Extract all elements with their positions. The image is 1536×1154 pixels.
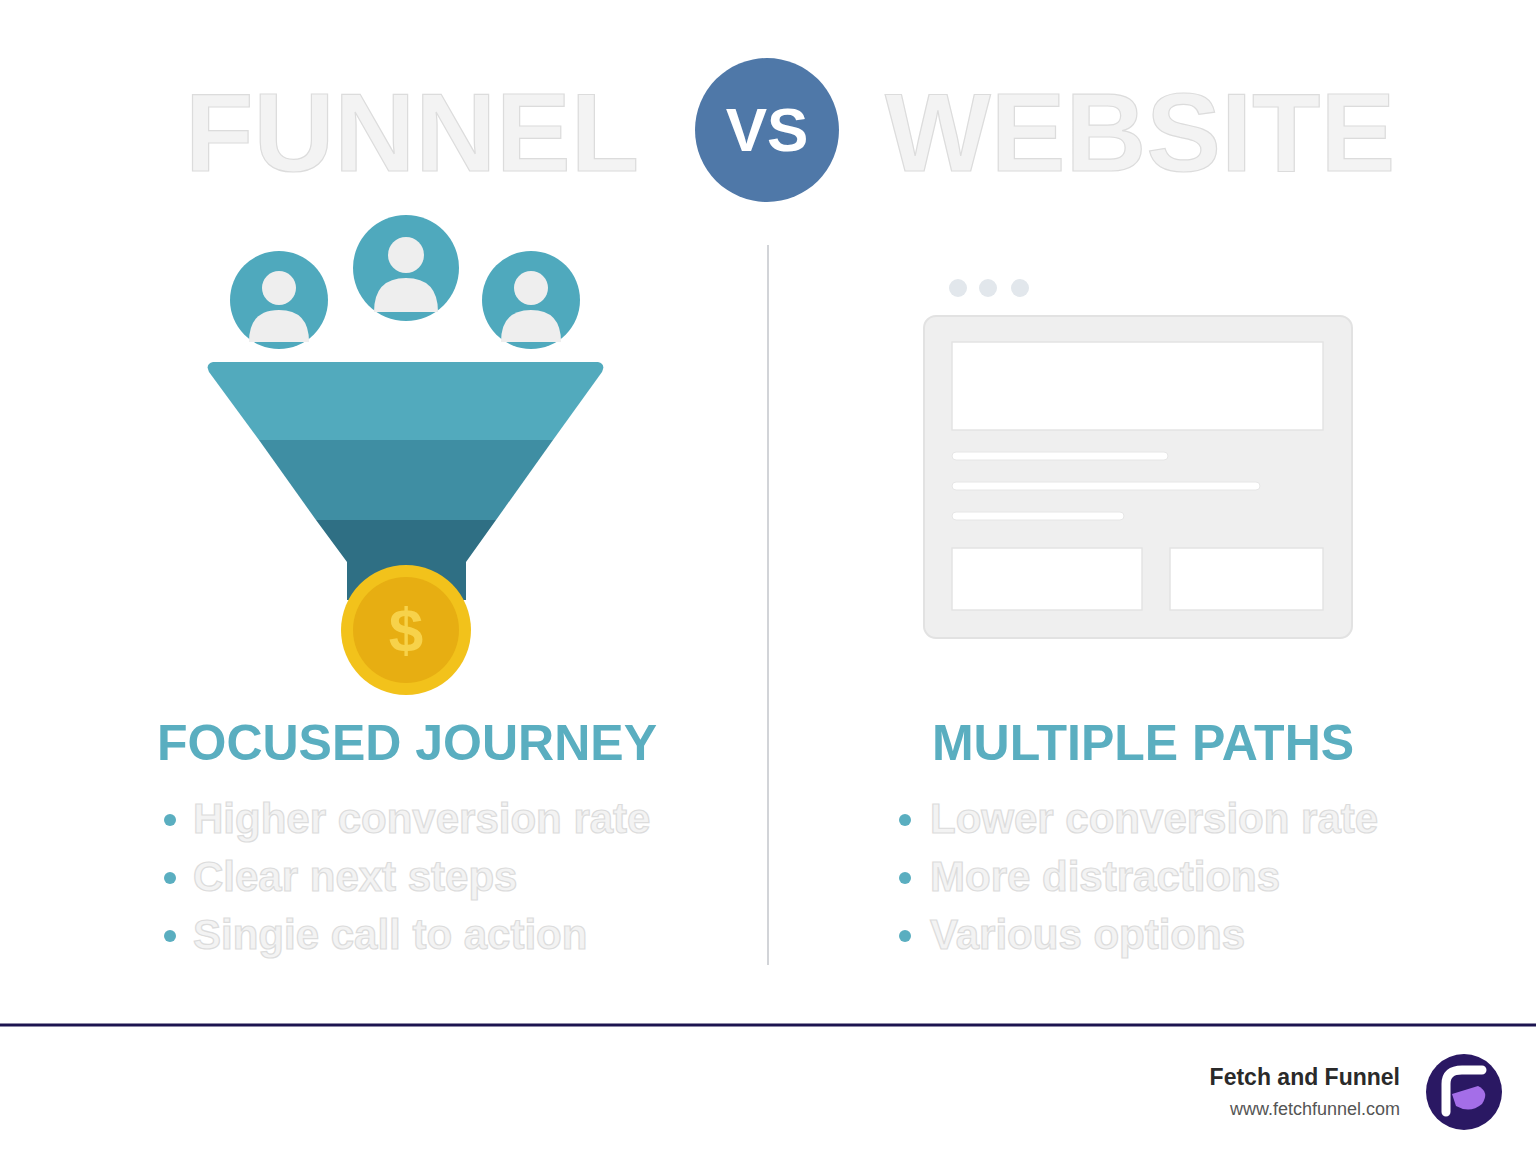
- bullet-text: Clear next steps: [193, 856, 517, 898]
- column-heading: MULTIPLE PATHS: [932, 718, 1354, 768]
- bullet-text: More distractions: [930, 856, 1280, 898]
- bullet-text: Various options: [930, 914, 1245, 956]
- vs-circle: VS: [695, 58, 839, 202]
- coin-node: $: [341, 565, 471, 695]
- bullet-text: Lower conversion rate: [930, 798, 1378, 840]
- column-heading: FOCUSED JOURNEY: [157, 718, 657, 768]
- brand-url: www.fetchfunnel.com: [1230, 1100, 1400, 1118]
- section-title: FUNNEL: [185, 77, 639, 189]
- brand-name: Fetch and Funnel: [1210, 1066, 1400, 1089]
- person-icon: [353, 215, 459, 321]
- funnel-shape: [208, 362, 604, 600]
- node-text: $: [341, 565, 471, 695]
- footer-rule: [0, 1024, 1536, 1027]
- bullet-text: Higher conversion rate: [193, 798, 650, 840]
- section-title: WEBSITE: [885, 77, 1395, 189]
- website-wireframe: [924, 279, 1352, 638]
- divider-line: [767, 245, 769, 965]
- person-icon: [482, 251, 580, 349]
- brand-logo: [1426, 1054, 1502, 1130]
- node-text: VS: [695, 58, 839, 202]
- bullet-text: Singie call to action: [193, 914, 587, 956]
- person-icon: [230, 251, 328, 349]
